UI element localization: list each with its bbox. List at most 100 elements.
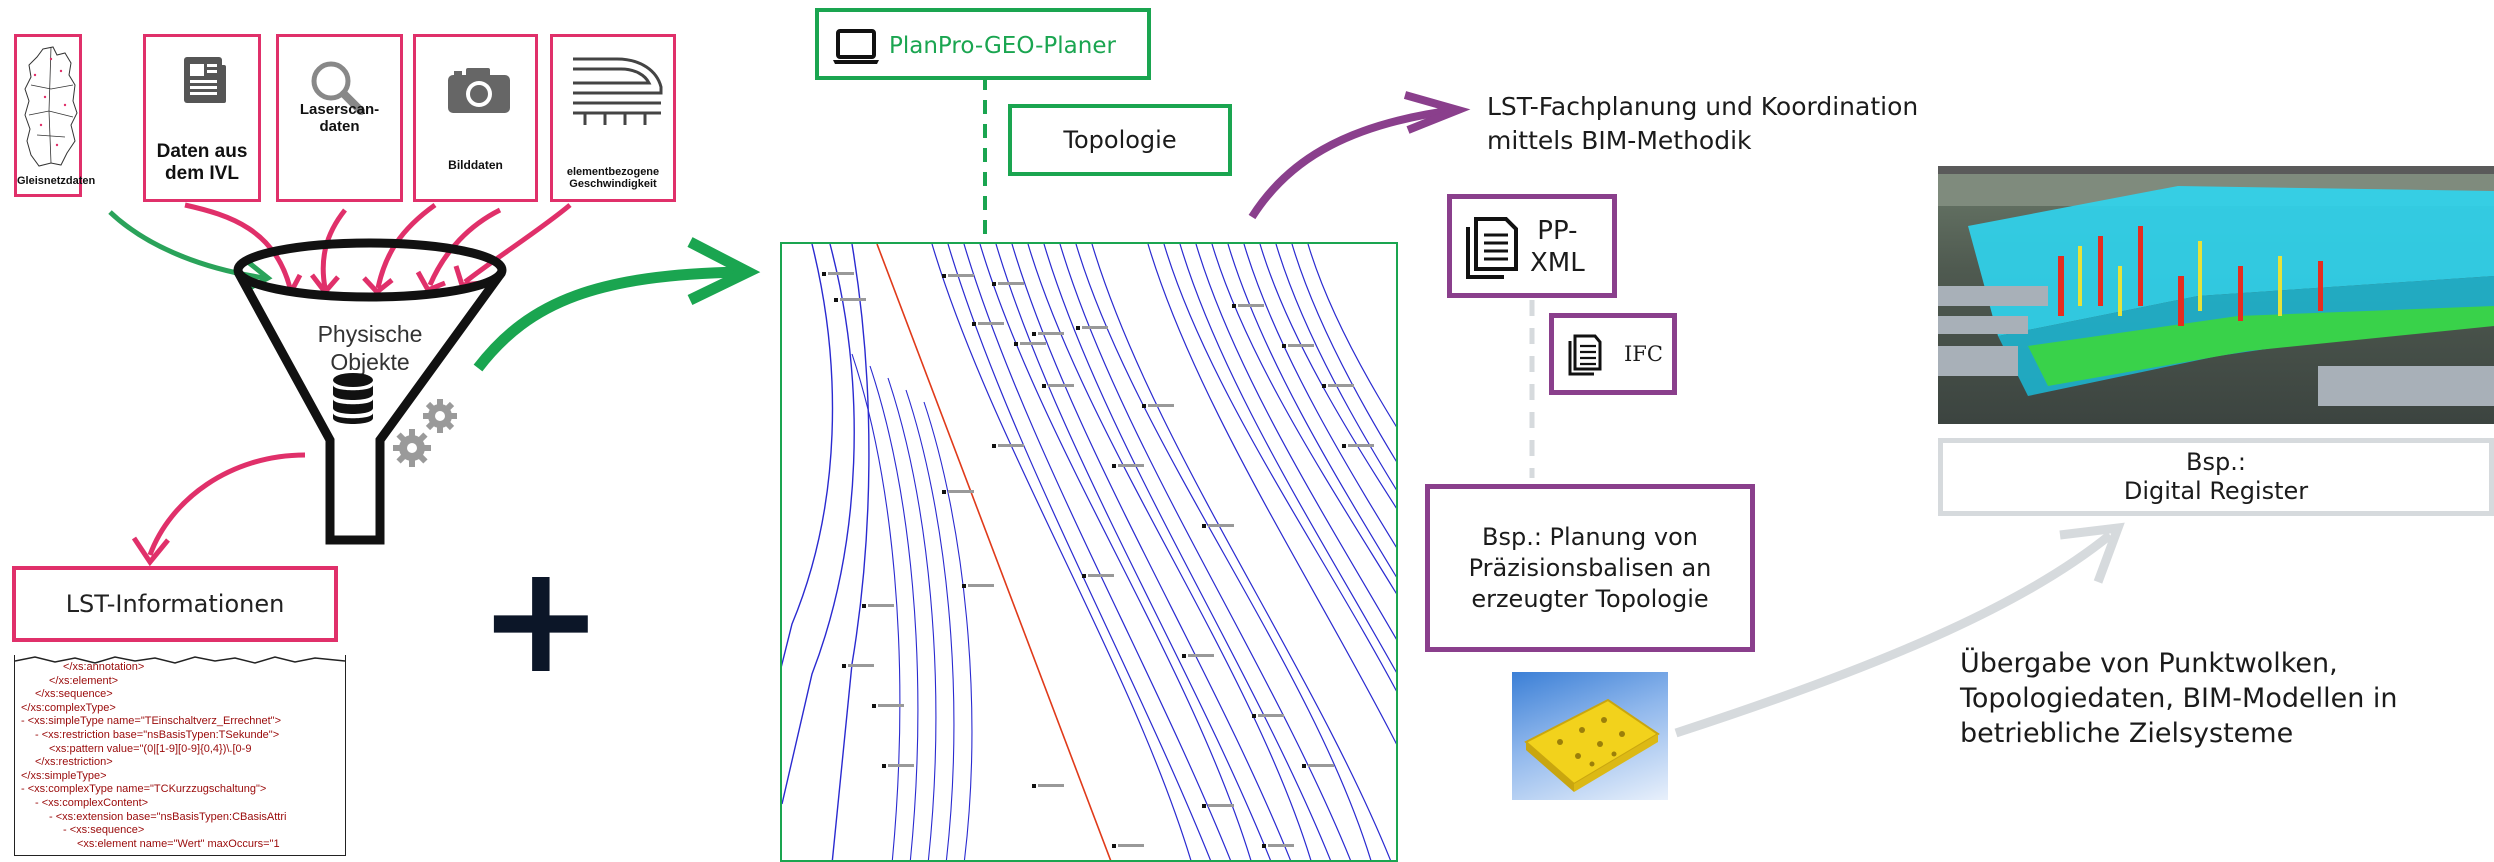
- track-element-tag: [1348, 444, 1374, 447]
- track-line: [1291, 244, 1396, 462]
- track-element-tag: [878, 704, 904, 707]
- track-element-marker: [862, 604, 866, 608]
- pp-xml-label-line2: XML: [1530, 248, 1585, 278]
- track-line: [1059, 244, 1352, 860]
- magnifier-icon: [311, 61, 365, 115]
- track-line: [963, 244, 1232, 860]
- track-line: [1243, 244, 1396, 548]
- track-line: [905, 389, 955, 860]
- track-element-tag: [1148, 404, 1174, 407]
- track-element-marker: [822, 272, 826, 276]
- track-line: [1011, 244, 1292, 860]
- track-element-marker: [1262, 844, 1266, 848]
- balise-image: [1512, 672, 1668, 800]
- track-element-marker: [1302, 764, 1306, 768]
- xml-line: </xs:restriction>: [35, 756, 113, 769]
- xml-line: </xs:simpleType>: [21, 769, 107, 782]
- xml-line: - <xs:restriction base="nsBasisTypen:TSe…: [35, 728, 280, 741]
- source-label: Gleisnetzdaten: [17, 175, 96, 188]
- funnel-label: Physische Objekte: [270, 320, 470, 376]
- track-element-tag: [978, 322, 1004, 325]
- track-line: [931, 244, 1192, 860]
- track-element-tag: [888, 764, 914, 767]
- laptop-icon: [833, 29, 879, 64]
- track-element-tag: [1118, 464, 1144, 467]
- track-line: [782, 244, 834, 667]
- xml-line: </xs:annotation>: [63, 661, 145, 673]
- track-line: [923, 401, 973, 860]
- torn-edge: [15, 656, 345, 664]
- track-line: [1163, 244, 1396, 692]
- track-element-tag: [1048, 384, 1074, 387]
- track-line: [979, 244, 1252, 860]
- track-element-marker: [842, 664, 846, 668]
- newspaper-icon: [184, 57, 226, 103]
- track-element-marker: [992, 282, 996, 286]
- bim-model-render: [1938, 166, 2494, 406]
- source-label: Daten aus dem IVL: [156, 141, 248, 185]
- track-element-marker: [1014, 342, 1018, 346]
- xml-line: </xs:element>: [49, 674, 119, 687]
- purple-flow-arrow: [1248, 106, 1456, 220]
- uebergabe-line1: Übergabe von Punktwolken,: [1960, 648, 2338, 679]
- track-line: [1307, 244, 1396, 428]
- track-element-tag: [948, 490, 974, 493]
- track-element-marker: [1112, 464, 1116, 468]
- lst-informationen-label: LST-Informationen: [65, 590, 285, 618]
- track-element-tag: [1188, 654, 1214, 657]
- xml-line: <xs:pattern value="(0|[1-9][0-9]{0,4})\.…: [49, 742, 252, 755]
- uebergabe-line3: betriebliche Zielsysteme: [1960, 718, 2294, 749]
- topologie-box: Topologie: [1008, 104, 1232, 176]
- track-element-tag: [828, 272, 854, 275]
- xml-lines: </xs:annotation></xs:element></xs:sequen…: [15, 655, 345, 851]
- track-element-tag: [848, 664, 874, 667]
- track-element-marker: [1232, 304, 1236, 308]
- track-line: [995, 244, 1272, 860]
- track-line: [869, 365, 919, 860]
- digital-register-line2: Digital Register: [2123, 477, 2309, 505]
- green-flow-arrow: [473, 266, 741, 372]
- track-element-tag: [1020, 342, 1046, 345]
- track-element-tag: [840, 298, 866, 301]
- source-geschwindigkeit: elementbezogene Geschwindigkeit: [550, 34, 676, 202]
- track-line: [831, 244, 870, 860]
- uebergabe-line2: Topologiedaten, BIM-Modellen in: [1960, 683, 2398, 714]
- xml-line: - <xs:simpleType name="TEinschaltverz_Er…: [21, 715, 282, 728]
- pp-xml-box: PP- XML: [1447, 194, 1617, 298]
- pp-xml-label-line1: PP-: [1537, 216, 1578, 246]
- track-element-marker: [1282, 344, 1286, 348]
- track-element-marker: [1032, 784, 1036, 788]
- track-element-tag: [948, 274, 974, 277]
- track-element-marker: [1342, 444, 1346, 448]
- balisen-line3: erzeugter Topologie: [1471, 584, 1709, 613]
- track-element-marker: [1202, 524, 1206, 528]
- uebergabe-text: Übergabe von Punktwolken, Topologiedaten…: [1960, 646, 2398, 751]
- track-element-marker: [992, 444, 996, 448]
- topologie-label: Topologie: [1063, 126, 1177, 154]
- track-element-tag: [1082, 326, 1108, 329]
- track-line: [947, 244, 1212, 860]
- track-element-tag: [998, 444, 1024, 447]
- track-line: [782, 244, 855, 805]
- lst-informationen-box: LST-Informationen: [12, 566, 338, 642]
- track-element-marker: [942, 490, 946, 494]
- digital-register-line1: Bsp.:: [2186, 448, 2246, 476]
- track-line: [1027, 244, 1312, 860]
- track-element-marker: [872, 704, 876, 708]
- track-line: [1195, 244, 1396, 640]
- lst-fachplanung-line1: LST-Fachplanung und Koordination: [1487, 92, 1919, 121]
- source-bilddaten: Bilddaten: [413, 34, 538, 202]
- track-line: [1179, 244, 1396, 673]
- document-stack-icon: [1568, 334, 1602, 376]
- balise-shape: [1524, 698, 1660, 792]
- track-element-tag: [1038, 332, 1064, 335]
- track-element-tag: [1038, 784, 1064, 787]
- track-element-tag: [868, 604, 894, 607]
- track-line: [887, 377, 937, 860]
- track-element-marker: [942, 274, 946, 278]
- track-element-tag: [1308, 764, 1334, 767]
- gears-icon: [393, 399, 457, 467]
- track-element-tag: [1208, 804, 1234, 807]
- track-element-marker: [1182, 654, 1186, 658]
- track-line: [1075, 244, 1372, 860]
